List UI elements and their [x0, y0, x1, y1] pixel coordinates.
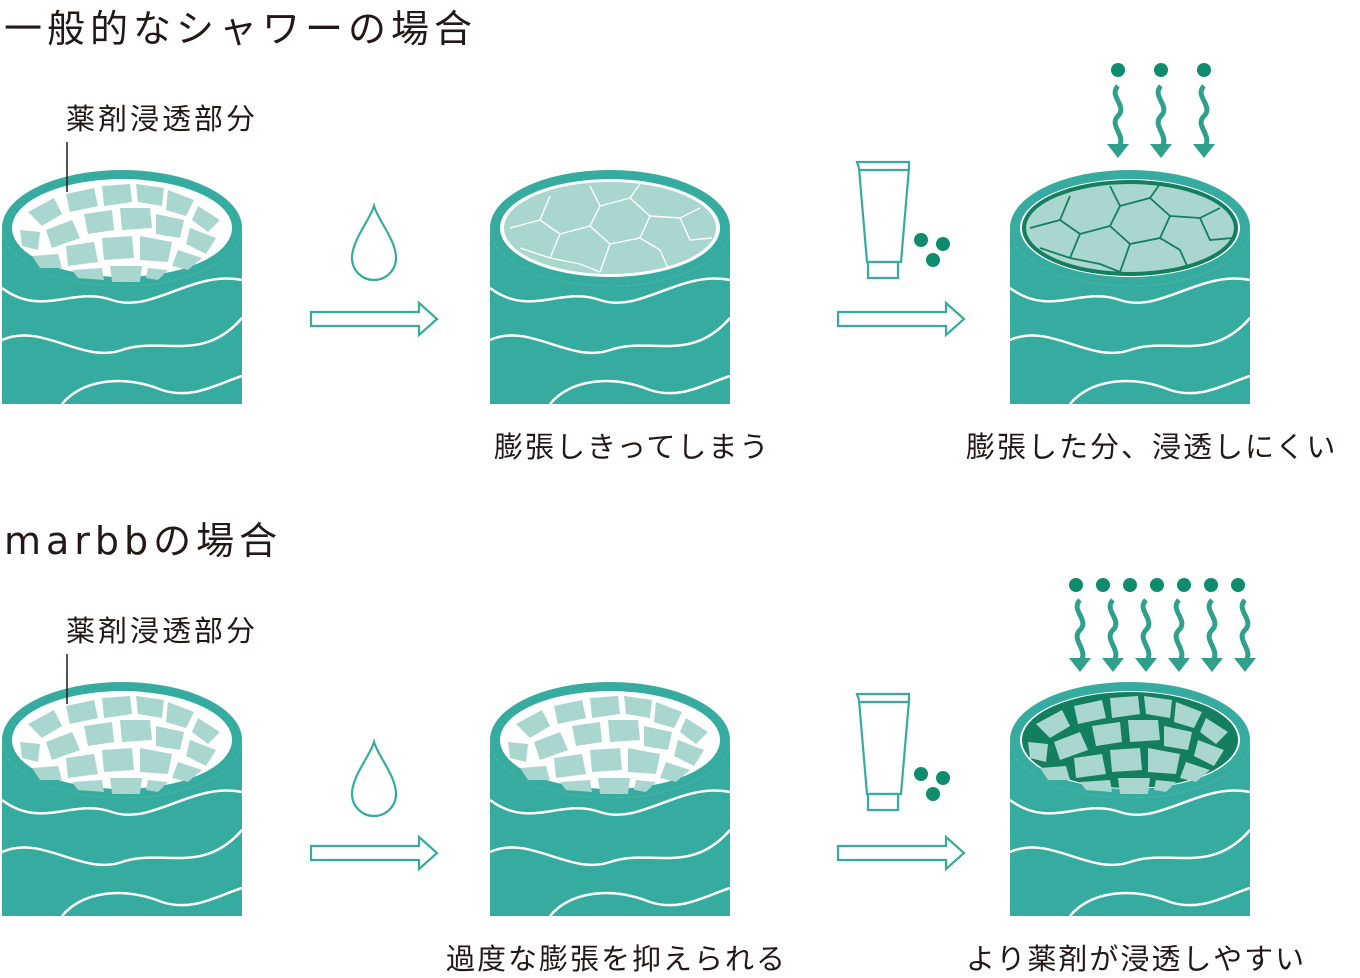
caption-top-middle: 膨張しきってしまう — [494, 430, 771, 464]
hair-controlled-bottom — [488, 682, 732, 918]
dot-icon — [1197, 63, 1211, 77]
dot-icon — [1111, 63, 1125, 77]
dot-icon — [1204, 578, 1218, 592]
wavy-arrow-down-icon — [1069, 600, 1256, 672]
droplets-icon — [914, 233, 950, 267]
dot-icon — [1096, 578, 1110, 592]
arrow-right-icon — [836, 835, 966, 871]
hair-dry-top — [0, 170, 244, 406]
part-label-bottom: 薬剤浸透部分 — [66, 614, 259, 648]
penetration-dots-top — [1111, 63, 1211, 77]
hair-dry-bottom — [0, 682, 244, 918]
dot-icon — [1231, 578, 1245, 592]
cream-tube-icon — [855, 160, 911, 280]
dot-icon — [1069, 578, 1083, 592]
dot-icon — [1177, 578, 1191, 592]
arrow-right-icon — [309, 835, 439, 871]
arrow-right-icon — [309, 301, 439, 337]
water-drop-icon — [350, 204, 398, 282]
caption-top-end: 膨張した分、浸透しにくい — [966, 430, 1338, 464]
water-drop-icon — [350, 740, 398, 818]
caption-bottom-middle: 過度な膨張を抑えられる — [446, 942, 788, 976]
cream-tube-icon — [855, 692, 911, 812]
heading-regular-shower: 一般的なシャワーの場合 — [4, 7, 478, 51]
dot-icon — [1154, 63, 1168, 77]
hair-penetrated-top — [1008, 170, 1252, 406]
penetration-dots-bottom — [1069, 578, 1245, 592]
part-label-top: 薬剤浸透部分 — [66, 102, 259, 136]
hair-swollen-top — [488, 170, 732, 406]
droplets-icon — [914, 767, 950, 801]
wavy-arrow-down-icon — [1107, 86, 1215, 158]
heading-marbb: marbbの場合 — [4, 519, 283, 563]
hair-penetrated-bottom — [1008, 682, 1252, 918]
caption-bottom-end: より薬剤が浸透しやすい — [966, 942, 1307, 976]
dot-icon — [1123, 578, 1137, 592]
arrow-right-icon — [836, 301, 966, 337]
dot-icon — [1150, 578, 1164, 592]
